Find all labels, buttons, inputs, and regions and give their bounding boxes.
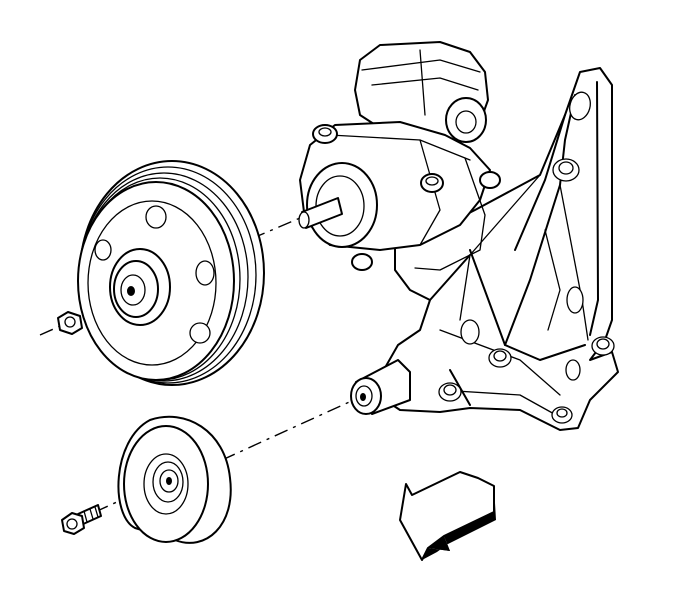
power-steering-pump [298,41,501,271]
pulley-retaining-nut [57,311,83,335]
idler-bracket-centerline [221,397,359,461]
pump-mounting-bracket [350,67,619,431]
idler-pulley [117,415,232,544]
idler-pulley-bolt [61,504,102,535]
power-steering-pulley [77,160,265,386]
front-direction-arrow [399,471,496,561]
